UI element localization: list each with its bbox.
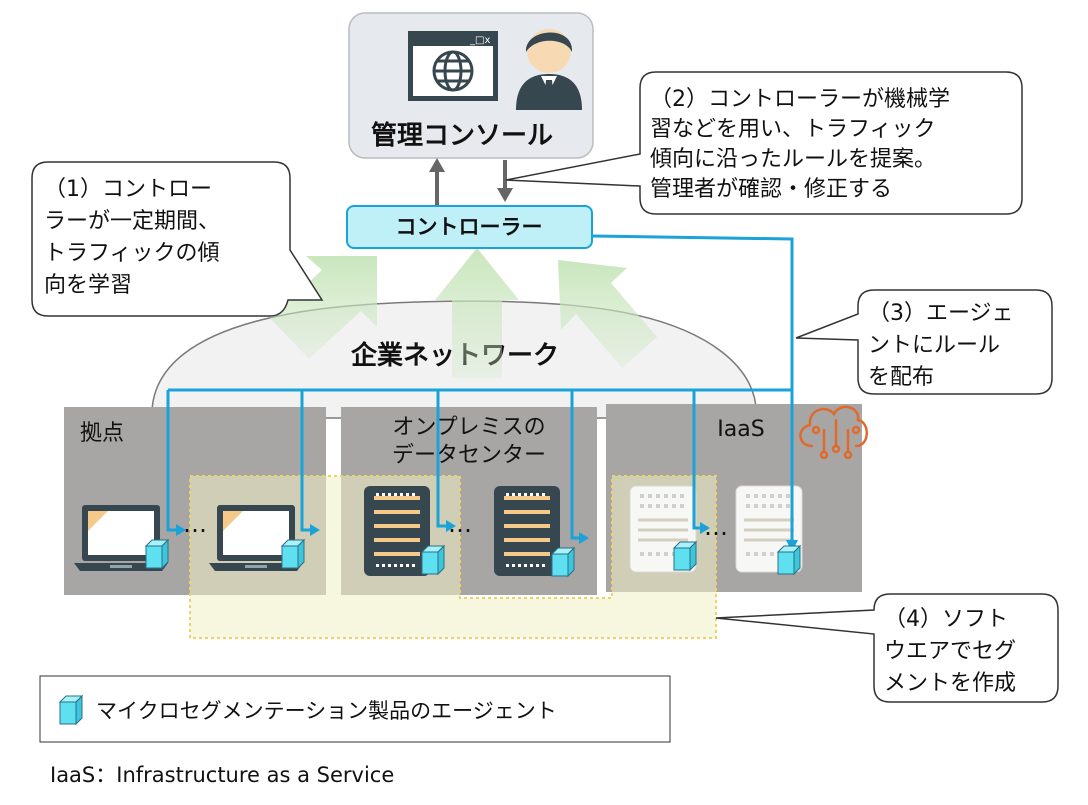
globe-icon	[432, 50, 474, 92]
svg-text:トラフィックの傾: トラフィックの傾	[44, 241, 220, 266]
svg-text:（4）ソフト: （4）ソフト	[884, 607, 1008, 632]
controller-label: コントローラー	[396, 215, 543, 239]
agent-cube-icon	[673, 541, 697, 571]
legend-agent-cube-icon	[59, 695, 83, 725]
learning-arrow-left	[270, 256, 377, 359]
admin-person-icon	[516, 29, 582, 110]
zone-branch-label: 拠点	[80, 421, 124, 446]
svg-text:メントを作成: メントを作成	[884, 671, 1016, 696]
zone-datacenter-label-1: オンプレミスの	[392, 415, 545, 440]
server-rack-icon	[362, 484, 432, 578]
server-rack-icon	[492, 484, 562, 578]
callout-2-bubble	[505, 71, 1023, 215]
callout-3-text: （3）エージェ ントにルール を配布	[868, 301, 1014, 390]
svg-text:傾向に沿ったルールを提案。: 傾向に沿ったルールを提案。	[650, 147, 936, 172]
svg-text:管理者が確認・修正する: 管理者が確認・修正する	[650, 177, 892, 202]
ellipsis-branch: …	[183, 510, 207, 538]
agent-cube-icon	[145, 539, 169, 569]
callout-4-bubble	[715, 593, 1059, 703]
svg-text:（2）コントローラーが機械学: （2）コントローラーが機械学	[650, 87, 950, 112]
callout-2-text: （2）コントローラーが機械学 習などを用い、トラフィック 傾向に沿ったルールを提…	[650, 87, 950, 202]
console-controller-arrows	[429, 158, 513, 206]
svg-text:向を学習: 向を学習	[44, 273, 132, 298]
rule-distribution-lines	[166, 234, 794, 540]
learning-arrow-right	[558, 260, 657, 368]
callout-3-bubble	[795, 289, 1053, 395]
callout-1-text: （1）コントロー ラーが一定期間、 トラフィックの傾 向を学習	[44, 177, 220, 298]
cloud-ai-icon	[799, 405, 868, 460]
svg-text:ウエアでセグ: ウエアでセグ	[884, 639, 1016, 664]
footnote: IaaS：Infrastructure as a Service	[50, 763, 394, 787]
callout-1-bubble	[31, 161, 324, 317]
software-segment	[189, 475, 717, 639]
svg-text:ントにルール: ントにルール	[868, 333, 1000, 358]
svg-text:（1）コントロー: （1）コントロー	[44, 177, 212, 202]
svg-text:習などを用い、トラフィック: 習などを用い、トラフィック	[650, 117, 936, 142]
svg-text:（3）エージェ: （3）エージェ	[868, 301, 1014, 326]
agent-cube-icon	[777, 545, 801, 575]
svg-text:ラーが一定期間、: ラーが一定期間、	[44, 209, 220, 234]
svg-text:を配布: を配布	[868, 365, 934, 390]
zone-datacenter-label-2: データセンター	[392, 443, 546, 468]
console-label: 管理コンソール	[371, 121, 553, 151]
learning-arrow-center	[435, 248, 519, 378]
controller-box	[346, 205, 593, 249]
agent-cube-icon	[281, 539, 305, 569]
agent-cube-icon	[551, 547, 575, 577]
agent-cube-icon	[421, 545, 445, 575]
callout-4-text: （4）ソフト ウエアでセグ メントを作成	[884, 607, 1016, 696]
svg-text:_□x: _□x	[469, 35, 490, 46]
legend-box	[39, 675, 671, 743]
legend-agent-label: マイクロセグメンテーション製品のエージェント	[96, 699, 557, 723]
zone-iaas-label: IaaS	[717, 417, 764, 442]
rule-distribution-arrowheads	[176, 520, 798, 552]
